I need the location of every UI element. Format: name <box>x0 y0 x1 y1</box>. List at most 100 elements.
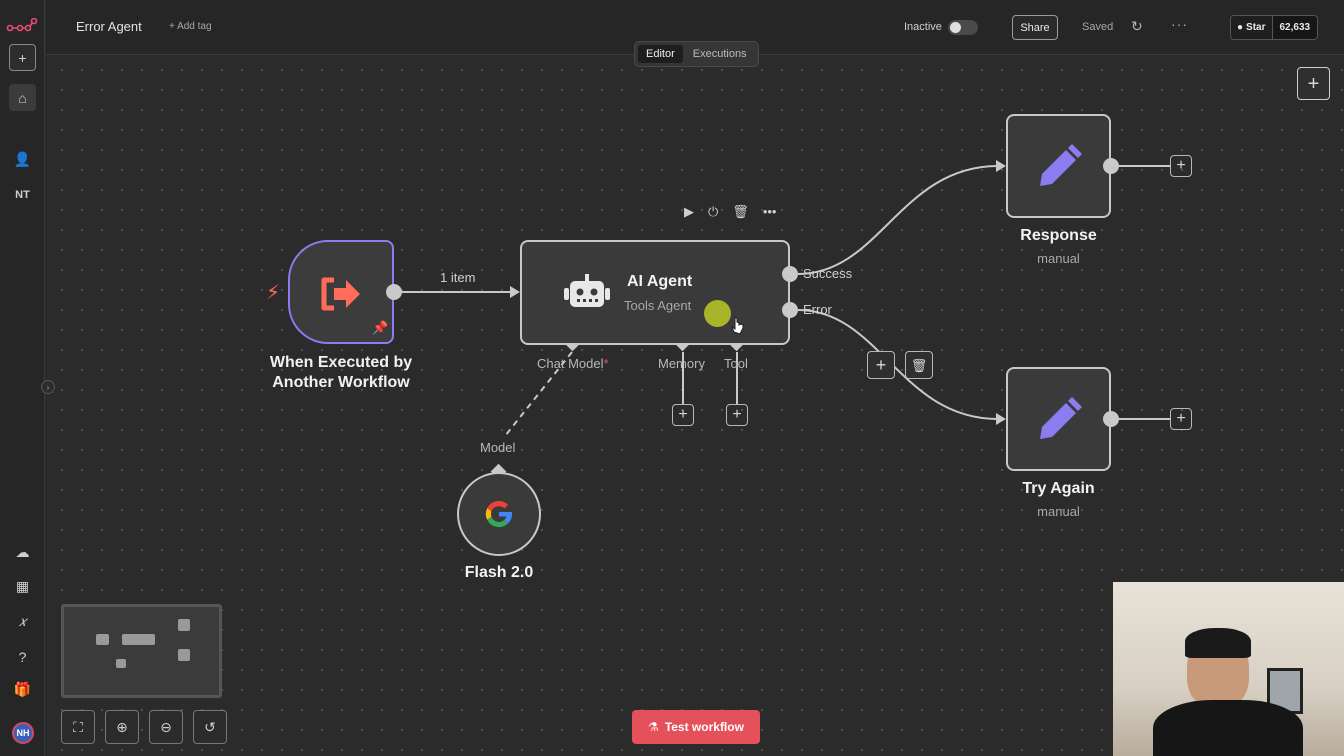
add-tag-link[interactable]: + Add tag <box>169 21 212 32</box>
mouse-cursor-icon <box>731 317 744 335</box>
required-asterisk: * <box>603 356 609 371</box>
minimap-node <box>96 634 109 645</box>
edge-arrowhead <box>996 160 1006 172</box>
github-star-count: 62,633 <box>1271 16 1318 39</box>
edge-error-tryagain[interactable] <box>797 309 999 420</box>
zoom-out-button[interactable]: ⊖ <box>149 710 183 744</box>
test-workflow-button[interactable]: ⚗ Test workflow <box>632 710 760 744</box>
robot-icon <box>564 274 610 307</box>
edge-arrowhead <box>510 286 520 298</box>
agent-title: AI Agent <box>627 273 693 290</box>
help-icon[interactable]: ? <box>18 648 27 665</box>
agent-success-port[interactable] <box>782 266 798 282</box>
delete-connection-button[interactable]: 🗑 <box>905 351 933 379</box>
saved-status: Saved <box>1082 21 1114 33</box>
variables-icon[interactable]: 𝑥 <box>18 613 27 629</box>
try-again-node[interactable] <box>1006 367 1111 471</box>
workflow-title[interactable]: Error Agent <box>76 19 142 34</box>
tab-executions[interactable]: Executions <box>692 48 747 60</box>
project-initials: NT <box>15 188 30 201</box>
workflow-canvas[interactable] <box>46 56 1344 756</box>
github-icon: ● <box>1237 22 1244 33</box>
success-output-label: Success <box>803 266 853 281</box>
flash-node-title: Flash 2.0 <box>464 564 534 581</box>
trash-icon[interactable]: 🗑 <box>732 204 749 219</box>
edge-chat-model[interactable] <box>504 351 573 437</box>
active-toggle[interactable] <box>948 20 978 35</box>
user-icon[interactable]: 👤 <box>13 151 32 167</box>
person-hair <box>1185 628 1251 658</box>
minimap-node <box>178 649 190 661</box>
response-add-next-button[interactable]: + <box>1170 155 1192 177</box>
more-icon[interactable]: ••• <box>762 204 777 219</box>
reset-zoom-button[interactable]: ↺ <box>193 710 227 744</box>
minimap-node <box>178 619 190 631</box>
trigger-node-title: When Executed by Another Workflow <box>269 354 413 391</box>
gift-icon[interactable]: 🎁 <box>13 681 32 697</box>
ai-agent-node[interactable]: AI Agent Tools Agent <box>520 240 790 345</box>
try-again-add-next-button[interactable]: + <box>1170 408 1192 430</box>
agent-subtitle: Tools Agent <box>624 298 692 313</box>
pin-icon: 📌 <box>372 320 389 335</box>
exit-arrow-icon <box>321 277 360 311</box>
add-node-button[interactable]: + <box>1297 67 1330 100</box>
minimap-node <box>116 659 126 668</box>
trigger-output-port[interactable] <box>386 284 402 300</box>
pencil-icon <box>1040 144 1082 186</box>
minimap-node <box>122 634 155 645</box>
person-body <box>1153 700 1303 756</box>
share-button[interactable]: Share <box>1012 15 1058 40</box>
templates-icon[interactable]: ▦ <box>15 578 30 594</box>
n8n-logo-icon[interactable] <box>6 18 38 34</box>
github-star-label: Star <box>1246 22 1266 33</box>
add-tool-button[interactable]: + <box>726 404 748 426</box>
try-again-output-port[interactable] <box>1103 411 1119 427</box>
zoom-in-button[interactable]: ⊕ <box>105 710 139 744</box>
trigger-node[interactable]: 📌 <box>288 240 394 344</box>
google-icon <box>485 500 513 528</box>
active-status-label: Inactive <box>904 21 942 33</box>
model-connector-label: Model <box>480 440 516 455</box>
history-icon[interactable]: ↻ <box>1131 18 1143 34</box>
play-icon[interactable]: ▶ <box>684 204 694 219</box>
add-memory-button[interactable]: + <box>672 404 694 426</box>
more-options-icon[interactable]: ··· <box>1171 16 1188 32</box>
flash-model-node[interactable] <box>457 472 541 556</box>
flask-icon: ⚗ <box>648 720 659 734</box>
create-button[interactable]: + <box>9 44 36 71</box>
webcam-overlay <box>1113 582 1344 756</box>
error-output-label: Error <box>803 302 832 317</box>
tool-input-label: Tool <box>724 356 748 371</box>
response-output-port[interactable] <box>1103 158 1119 174</box>
node-toolbar: ▶ ⏻ 🗑 ••• <box>684 204 776 220</box>
chat-model-text: Chat Model <box>537 356 604 371</box>
edge-success-response[interactable] <box>797 165 999 275</box>
editor-tabs: Editor Executions <box>634 41 759 67</box>
power-icon[interactable]: ⏻ <box>708 204 719 219</box>
sidebar-collapse-button[interactable]: › <box>41 380 55 394</box>
left-sidebar: + ⌂ 👤 NT ☁ ▦ 𝑥 ? 🎁 NH <box>0 0 45 756</box>
project-nt[interactable]: NT <box>9 181 36 208</box>
chat-model-input-label: Chat Model* <box>537 356 609 371</box>
insert-node-button[interactable]: + <box>867 351 895 379</box>
edge-items-label: 1 item <box>440 270 476 285</box>
zoom-controls: ⛶ ⊕ ⊖ ↺ <box>61 710 227 744</box>
response-node-title: Response <box>1020 227 1097 244</box>
home-icon[interactable]: ⌂ <box>9 84 36 111</box>
response-node[interactable] <box>1006 114 1111 218</box>
pencil-icon <box>1040 397 1082 439</box>
fit-view-button[interactable]: ⛶ <box>61 710 95 744</box>
memory-input-label: Memory <box>658 356 705 371</box>
minimap[interactable] <box>61 604 222 698</box>
github-star: ●Star <box>1231 16 1272 39</box>
lightning-icon: ⚡ <box>266 282 281 304</box>
response-node-subtitle: manual <box>1037 251 1080 266</box>
github-star-button[interactable]: ●Star 62,633 <box>1230 15 1319 40</box>
agent-error-port[interactable] <box>782 302 798 318</box>
user-avatar[interactable]: NH <box>12 722 34 744</box>
test-workflow-label: Test workflow <box>664 720 744 734</box>
tab-editor[interactable]: Editor <box>638 45 683 63</box>
cloud-icon[interactable]: ☁ <box>15 544 30 560</box>
try-again-node-title: Try Again <box>1022 480 1095 497</box>
